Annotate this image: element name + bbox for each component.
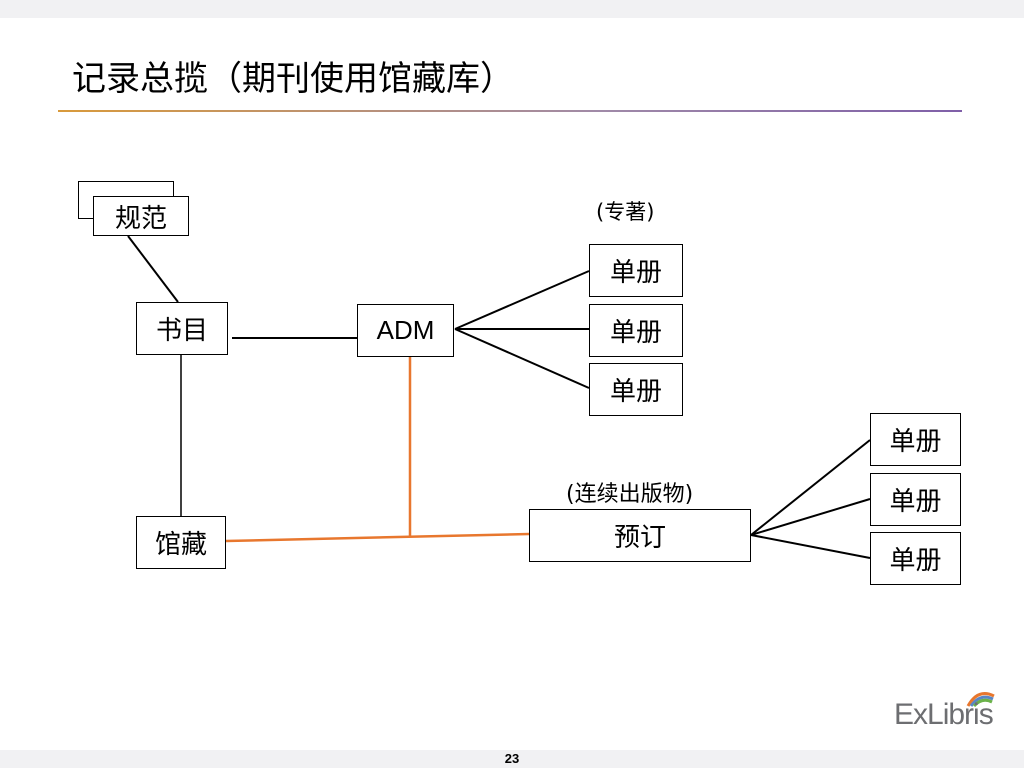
- connector-order-item-3: [750, 534, 871, 559]
- connector-holdings-order: [225, 532, 530, 543]
- connector-order-item-2: [750, 498, 871, 536]
- serial-item-box-1: 单册: [870, 413, 961, 466]
- serial-label: (连续出版物): [566, 482, 694, 507]
- serial-item-label-1: 单册: [889, 427, 942, 457]
- holdings-box: 馆藏: [136, 516, 226, 569]
- connector-adm-item-3: [454, 328, 590, 389]
- mono-item-label-1: 单册: [609, 258, 662, 288]
- mono-item-box-3: 单册: [589, 363, 683, 416]
- mono-item-label-3: 单册: [609, 377, 662, 407]
- serial-item-label-2: 单册: [889, 487, 942, 517]
- logo-text: ExLibris: [894, 698, 994, 731]
- connector-adm-item-1: [454, 270, 590, 330]
- bottom-bar: [0, 750, 1024, 768]
- adm-label: ADM: [376, 315, 435, 345]
- holdings-label: 馆藏: [154, 530, 207, 560]
- serial-item-label-3: 单册: [889, 546, 942, 576]
- page-number: 23: [504, 751, 520, 766]
- monograph-label: (专著): [596, 200, 655, 224]
- title-divider: [58, 110, 962, 112]
- connector-order-item-1: [750, 439, 871, 536]
- exlibris-logo: ExLibris: [894, 684, 1010, 734]
- connector-authority-bib: [127, 235, 179, 303]
- authority-label: 规范: [114, 203, 167, 234]
- authority-box: 规范: [93, 196, 189, 236]
- top-bar: [0, 0, 1024, 18]
- bib-label: 书目: [155, 316, 208, 346]
- adm-box: ADM: [357, 304, 454, 357]
- exlibris-arc-icon: [966, 692, 995, 708]
- mono-item-label-2: 单册: [609, 318, 662, 348]
- order-label: 预订: [613, 523, 666, 553]
- serial-item-box-2: 单册: [870, 473, 961, 526]
- bib-box: 书目: [136, 302, 228, 355]
- mono-item-box-1: 单册: [589, 244, 683, 297]
- serial-item-box-3: 单册: [870, 532, 961, 585]
- order-box: 预订: [529, 509, 751, 562]
- slide-title: 记录总揽（期刊使用馆藏库）: [72, 59, 514, 99]
- mono-item-box-2: 单册: [589, 304, 683, 357]
